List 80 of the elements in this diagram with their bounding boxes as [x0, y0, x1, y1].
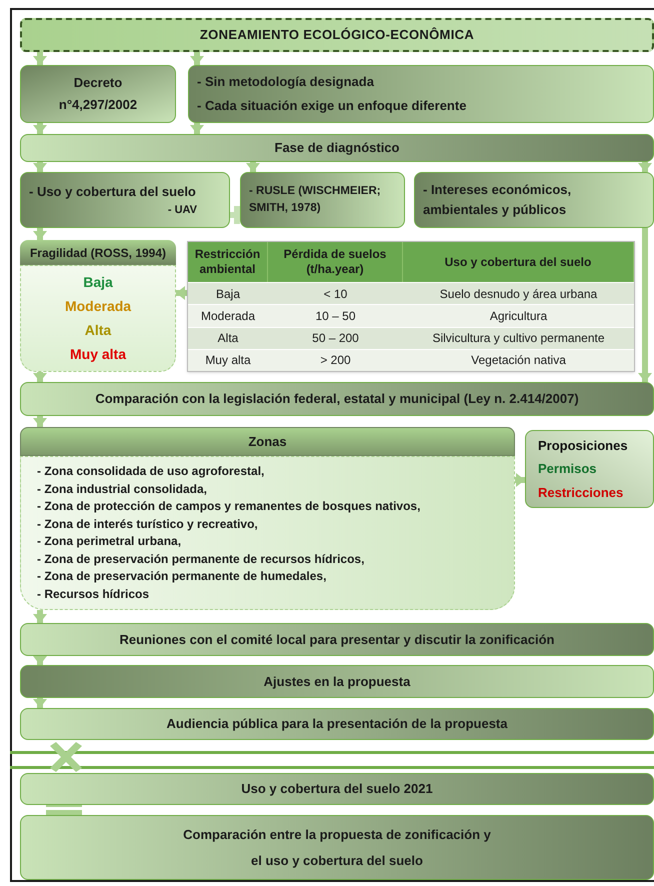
process-box — [188, 65, 654, 123]
table-cell: > 200 — [268, 348, 403, 371]
arrow — [33, 162, 47, 172]
box-text: Restricciones — [538, 484, 624, 502]
box-text: Comparación entre la propuesta de zonificación y el uso y cobertura del suelo — [182, 826, 492, 870]
arrow — [33, 698, 47, 708]
arrow — [33, 610, 47, 623]
arrow — [33, 52, 47, 65]
table-cell: Uso y cobertura del suelo — [403, 242, 634, 282]
process-box — [20, 708, 654, 740]
box-text: Alta — [84, 321, 112, 340]
data-table — [187, 241, 635, 372]
arrow — [33, 372, 47, 382]
table-cell: Agricultura — [403, 304, 634, 326]
box-text: Ajustes en la propuesta — [264, 672, 410, 691]
box-text: Audiencia pública para la presentación de la propuesta — [166, 715, 508, 734]
box-text: ZONEAMIENTO ECOLÓGICO-ECONÔMICA — [200, 26, 474, 44]
box-text: Muy alta — [70, 345, 126, 364]
arrow — [190, 123, 204, 134]
table-cell: Restricción ambiental — [188, 242, 268, 282]
process-box — [20, 815, 654, 880]
box-text: - Uso y cobertura del suelo — [29, 183, 197, 201]
arrow — [33, 656, 47, 665]
box-text: Zonas — [248, 432, 287, 451]
table-cell: Silvicultura y cultivo permanente — [403, 326, 634, 349]
process-box — [20, 623, 654, 656]
arrow — [638, 228, 652, 382]
process-box — [20, 18, 654, 52]
box-text: - Zona de protección de campos y remanentes de bosques nativos, — [37, 498, 422, 515]
box-text: - Cada situación exige un enfoque diferente — [197, 97, 468, 115]
table-cell: < 10 — [268, 282, 403, 304]
table-cell: 10 – 50 — [268, 304, 403, 326]
box-text: Moderada — [64, 296, 132, 316]
arrow — [515, 473, 525, 487]
table-cell: Vegetación nativa — [403, 348, 634, 371]
arrow — [33, 416, 47, 427]
table-cell: Muy alta — [188, 348, 268, 371]
table-cell: Alta — [188, 326, 268, 349]
process-box — [20, 240, 176, 372]
box-text: Fase de diagnóstico — [274, 139, 400, 158]
box-text: - Zona consolidada de uso agroforestal, — [37, 463, 266, 480]
box-text: Uso y cobertura del suelo 2021 — [241, 780, 433, 798]
arrow — [638, 162, 652, 172]
process-box — [240, 172, 405, 228]
process-box — [414, 172, 654, 228]
box-text: Permisos — [538, 460, 598, 478]
box-text: - Zona de preservación permanente de humedales, — [37, 568, 328, 585]
box-text: - RUSLE (WISCHMEIER; SMITH, 1978) — [249, 184, 382, 216]
table-cell: 50 – 200 — [268, 326, 403, 349]
arrow — [246, 162, 260, 172]
arrow — [190, 52, 204, 65]
box-text: Baja — [83, 272, 113, 292]
arrow — [33, 228, 47, 240]
process-box — [20, 665, 654, 698]
process-box — [525, 430, 654, 508]
process-box — [20, 65, 176, 123]
box-text: Reuniones con el comité local para presentar y discutir la zonificación — [120, 630, 554, 649]
box-text: Fragilidad (ROSS, 1994) — [30, 244, 166, 262]
box-text: Comparación con la legislación federal, estatal y municipal (Ley n. 2.414/2007) — [95, 390, 579, 408]
process-box — [20, 773, 654, 805]
box-text: - Zona de preservación permanente de recursos hídricos, — [37, 550, 366, 568]
box-text: - Recursos hídricos — [37, 586, 150, 602]
box-text: Proposiciones — [538, 436, 629, 455]
arrow — [176, 286, 187, 300]
box-text: - Sin metodología designada — [197, 73, 375, 91]
box-text: Decreto n°4,297/2002 — [58, 74, 138, 114]
process-box — [20, 134, 654, 162]
process-box — [20, 172, 230, 228]
process-box — [20, 427, 515, 610]
box-text: - Zona perimetral urbana, — [37, 533, 182, 550]
table-cell: Suelo desnudo y área urbana — [403, 282, 634, 304]
process-box — [20, 382, 654, 416]
arrow — [33, 123, 47, 134]
table-cell: Moderada — [188, 304, 268, 326]
box-text: - UAV — [168, 202, 198, 218]
table-cell: Baja — [188, 282, 268, 304]
box-text: - Intereses económicos, ambientales y públicos — [423, 181, 572, 219]
box-text: - Zona de interés turístico y recreativo, — [37, 516, 259, 532]
box-text: - Zona industrial consolidada, — [37, 480, 208, 498]
table-cell: Pérdida de suelos (t/ha.year) — [268, 242, 403, 282]
